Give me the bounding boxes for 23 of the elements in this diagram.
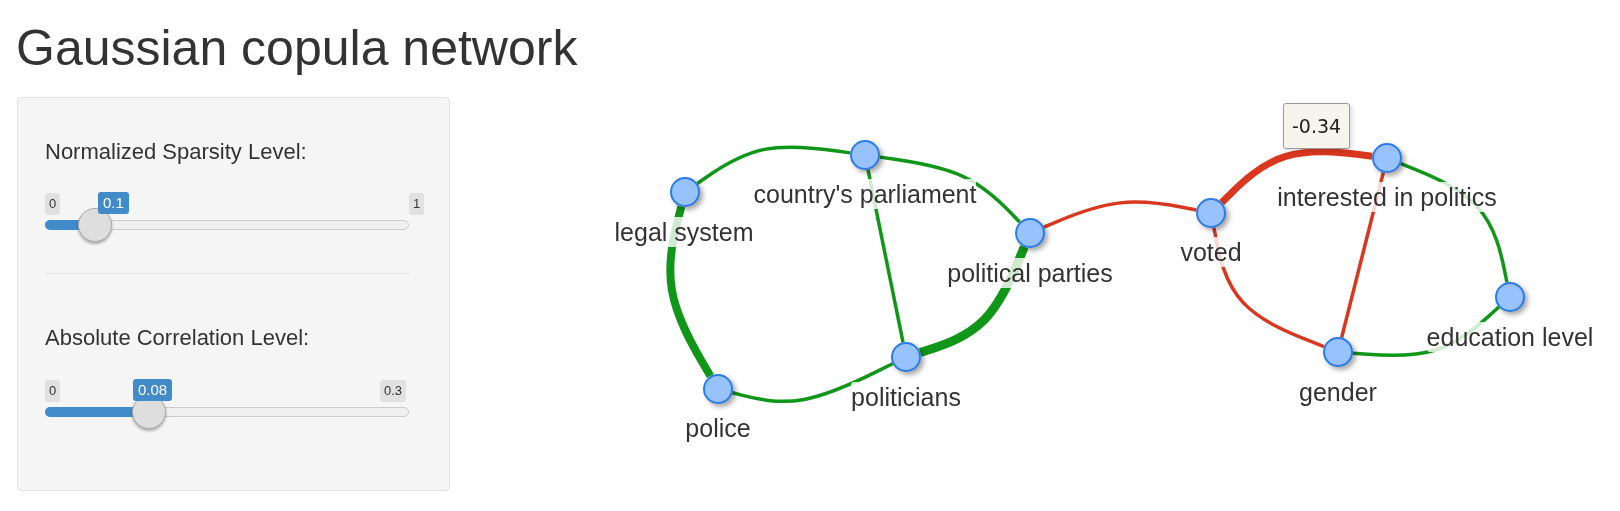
- page-title: Gaussian copula network: [16, 19, 578, 78]
- node-label: voted: [1180, 237, 1242, 267]
- slider-current-value: 0.1: [98, 192, 129, 214]
- edge-line: [1043, 200, 1197, 229]
- node-label: education level: [1426, 322, 1594, 352]
- node-label: political parties: [947, 258, 1113, 288]
- slider-min-value: 0: [45, 380, 61, 402]
- node-label: legal system: [614, 217, 754, 247]
- slider-label: Normalized Sparsity Level:: [45, 139, 307, 165]
- edge-weight-tooltip: -0.34: [1283, 103, 1351, 149]
- edge-line: [1219, 148, 1373, 205]
- slider-current-value: 0.08: [133, 379, 173, 401]
- node-label: politicians: [851, 382, 961, 412]
- edge-line: [666, 205, 714, 379]
- edge-line: [879, 155, 1021, 224]
- slider-min-value: 0: [45, 193, 61, 215]
- node-label: country's parliament: [753, 179, 977, 209]
- edge-line: [732, 362, 894, 403]
- slider-max-value: 0.3: [380, 380, 407, 402]
- edge-line: [696, 145, 851, 185]
- slider-label: Absolute Correlation Level:: [45, 325, 310, 351]
- node-label: interested in politics: [1277, 182, 1497, 212]
- slider-max-value: 1: [409, 193, 425, 215]
